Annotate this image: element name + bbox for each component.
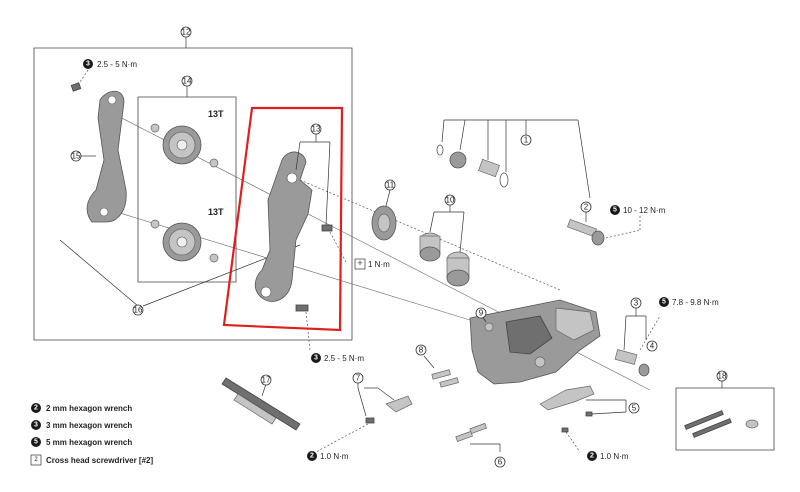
callout-7[interactable] [352, 372, 364, 384]
part-9-screw [484, 322, 494, 332]
torque-top-left: 3 2.5 - 5 N·m [79, 59, 137, 83]
callout-11[interactable] [384, 179, 396, 191]
screwdriver-badge-top: ✛ [357, 260, 362, 267]
callout-2-label: 2 [584, 203, 589, 212]
legend-badge-2: 5 [34, 439, 38, 446]
callout-6[interactable] [494, 456, 506, 468]
torque-right-top-tool: 5 [613, 207, 617, 214]
callout-12[interactable] [180, 26, 192, 38]
callout-15-label: 15 [72, 152, 81, 161]
callout-10-label: 10 [446, 196, 455, 205]
inner-plate-13 [254, 151, 313, 302]
legend-badge-1: 3 [34, 422, 38, 429]
torque-right-top-text: 10 - 12 N·m [623, 206, 666, 215]
legend-text-2: 5 mm hexagon wrench [46, 438, 132, 447]
screw-inner-plate-bottom [295, 304, 309, 312]
torque-right-mid-tool: 5 [662, 299, 666, 306]
part-5-guide [539, 385, 595, 433]
torque-pulley-screw-top-text: 1 N·m [368, 260, 390, 269]
callout-13-label: 13 [312, 125, 321, 134]
callout-9-label: 9 [479, 309, 484, 318]
washer-top-left [150, 123, 160, 133]
legend-text-0: 2 mm hexagon wrench [46, 404, 132, 413]
derailleur-body [469, 299, 601, 385]
callout-1[interactable] [520, 134, 532, 146]
torque-pulley-screw-top: ✛ 1 N·m [329, 231, 390, 270]
legend-text-3: Cross head screwdriver [#2] [46, 456, 153, 465]
part-18-pin-a [684, 410, 724, 430]
group-box-12 [33, 47, 353, 341]
torque-pulley-screw-bottom-text: 2.5 - 5 N·m [324, 354, 364, 363]
torque-right-mid-text: 7.8 - 9.8 N·m [672, 298, 719, 307]
torque-pulley-screw-bottom: 3 2.5 - 5 N·m [305, 311, 364, 363]
torque-right-mid: 5 7.8 - 9.8 N·m [639, 297, 719, 351]
callout-8[interactable] [415, 344, 427, 356]
part-18-pin-b [692, 418, 732, 438]
callout-13[interactable] [310, 123, 322, 135]
washer-bottom-left [150, 219, 160, 229]
part-2-bolt [567, 219, 605, 246]
callout-5[interactable] [628, 402, 640, 414]
washer-bottom-right [209, 253, 219, 263]
callout-4[interactable] [646, 340, 658, 352]
torque-bottom-right-text: 1.0 N·m [600, 452, 629, 461]
callout-7-label: 7 [356, 374, 361, 383]
part-6-screws [455, 422, 487, 443]
callout-14-label: 14 [183, 77, 192, 86]
pulley-bottom [162, 222, 202, 262]
callout-11-label: 11 [386, 181, 395, 190]
legend-badge-3: 2 [34, 457, 38, 463]
part-17-tool [221, 377, 301, 431]
callout-4-label: 4 [650, 342, 655, 351]
torque-top-left-tool: 3 [86, 61, 90, 68]
torque-bottom-left: 2 1.0 N·m [307, 423, 369, 461]
callout-3-label: 3 [634, 299, 639, 308]
callout-3[interactable] [630, 297, 642, 309]
part-3-4-parts [614, 349, 650, 377]
callout-14[interactable] [181, 75, 193, 87]
legend-badge-0: 2 [34, 405, 38, 412]
screw-inner-plate-top [321, 224, 333, 232]
callout-12-label: 12 [182, 28, 191, 37]
pulley-top [162, 125, 202, 165]
callout-17-label: 17 [262, 376, 271, 385]
part-11-disk [371, 205, 397, 241]
callout-8-label: 8 [419, 346, 424, 355]
torque-bottom-right: 2 1.0 N·m [565, 431, 629, 461]
callout-2[interactable] [580, 201, 592, 213]
group-box-14 [137, 96, 237, 283]
callout-1-label: 1 [524, 136, 529, 145]
torque-top-left-text: 2.5 - 5 N·m [97, 60, 137, 69]
pulley-bottom-teeth: 13T [208, 207, 224, 217]
part-1-parts [436, 144, 509, 188]
callout-6-label: 6 [498, 458, 503, 467]
part-18-cap [745, 419, 759, 429]
torque-bottom-left-text: 1.0 N·m [320, 452, 349, 461]
torque-bottom-right-tool: 2 [590, 453, 594, 460]
washer-top-right [209, 158, 219, 168]
torque-bottom-left-tool: 2 [310, 453, 314, 460]
tool-legend: 2 2 mm hexagon wrench 3 3 mm hexagon wre… [30, 403, 153, 466]
bolt-top-left [70, 82, 82, 92]
legend-text-1: 3 mm hexagon wrench [46, 421, 132, 430]
part-7-parts [365, 395, 413, 424]
callout-17[interactable] [260, 374, 272, 386]
callout-15[interactable] [70, 150, 82, 162]
callout-16-label: 16 [134, 306, 143, 315]
pulley-top-teeth: 13T [208, 109, 224, 119]
highlight-box [222, 106, 344, 332]
part-10-bushings [419, 232, 470, 287]
callout-18-label: 18 [718, 372, 727, 381]
callout-10[interactable] [444, 194, 456, 206]
callout-5-label: 5 [632, 404, 637, 413]
torque-pulley-screw-bottom-tool: 3 [314, 355, 318, 362]
callout-9[interactable] [475, 307, 487, 319]
torque-right-top: 5 10 - 12 N·m [605, 205, 666, 239]
callout-18[interactable] [716, 370, 728, 382]
part-8-parts [431, 369, 459, 388]
callout-16[interactable] [132, 304, 144, 316]
outer-plate-15 [86, 90, 127, 223]
group-box-18 [675, 387, 775, 451]
